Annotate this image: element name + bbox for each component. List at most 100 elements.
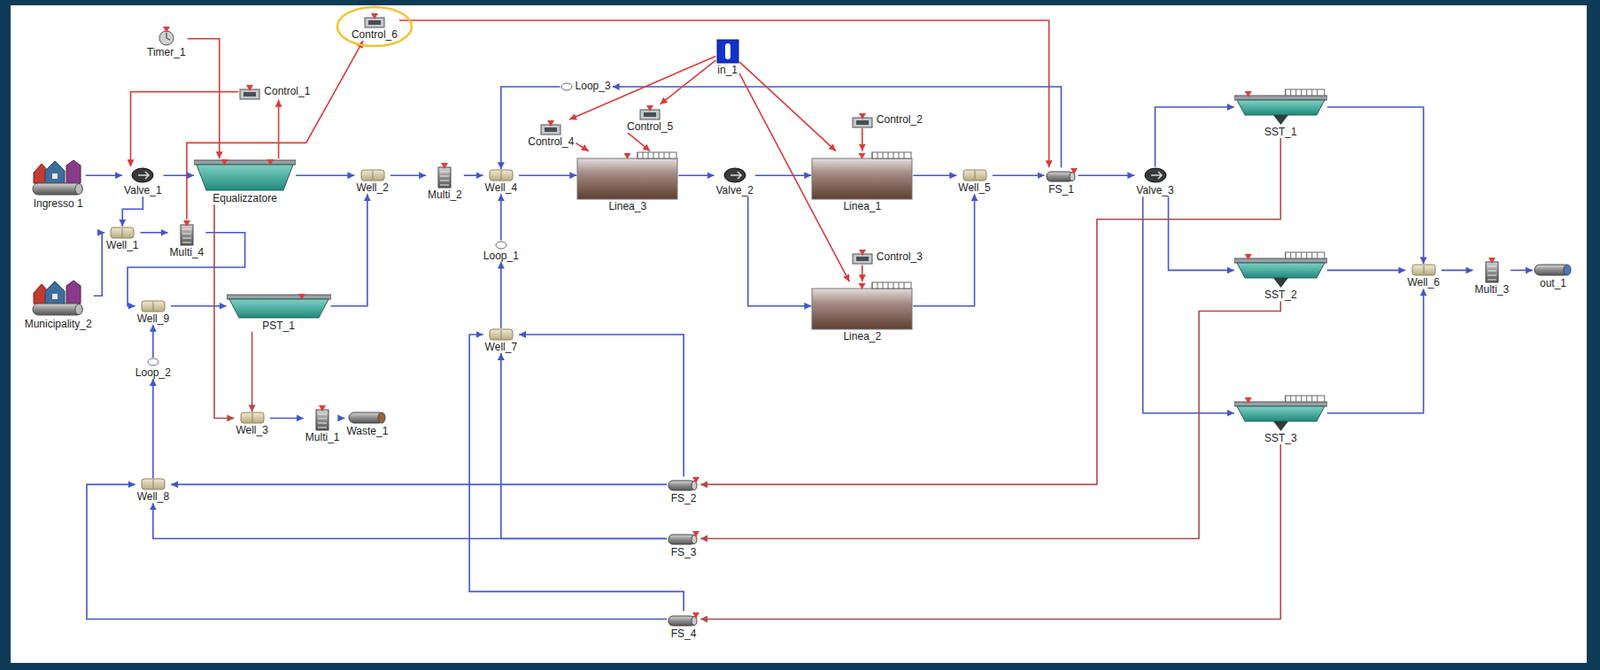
controller-icon xyxy=(638,104,662,121)
process-unit: Loop_3 xyxy=(560,80,613,93)
process-unit: Control_1 xyxy=(238,84,312,101)
process-unit: Equalizzatore xyxy=(193,158,296,205)
unit-label: Valve_3 xyxy=(1134,185,1175,197)
process-unit: Well_6 xyxy=(1405,263,1441,289)
control-signal xyxy=(739,61,836,152)
flow-line xyxy=(122,196,143,227)
secondary-settler xyxy=(1234,251,1328,289)
process-unit: Municipality_2 xyxy=(23,273,94,331)
unit-label: Well_7 xyxy=(483,341,519,354)
secondary-settler xyxy=(1234,394,1328,433)
process-unit: Valve_1 xyxy=(122,166,163,197)
flow-line xyxy=(500,193,503,240)
unit-label: Multi_2 xyxy=(425,189,464,201)
process-unit: PST_1 xyxy=(226,293,332,333)
process-unit: Valve_2 xyxy=(714,166,756,197)
sludge-line xyxy=(700,444,1281,620)
controller-icon xyxy=(850,248,874,265)
unit-label: Equalizzatore xyxy=(210,193,279,205)
flow-line xyxy=(152,324,155,358)
inlet-icon xyxy=(30,153,86,198)
unit-label: SST_1 xyxy=(1262,126,1299,139)
flow-line xyxy=(1143,196,1235,414)
unit-label: Well_6 xyxy=(1405,277,1441,289)
control-signal xyxy=(278,100,280,160)
flow-line xyxy=(331,193,368,307)
process-unit: Well_1 xyxy=(104,226,140,252)
unit-label: Well_4 xyxy=(483,182,519,194)
process-unit: Valve_3 xyxy=(1134,166,1175,197)
unit-label: Loop_2 xyxy=(133,367,173,379)
flow-splitter xyxy=(666,611,701,628)
flow-line xyxy=(341,417,346,420)
control-signal xyxy=(861,264,864,282)
flow-line xyxy=(153,502,667,539)
flow-line xyxy=(912,174,957,177)
reactor-tank xyxy=(811,281,913,331)
junction-well xyxy=(109,226,135,240)
process-unit: Control_5 xyxy=(625,104,675,133)
junction-well xyxy=(1411,263,1437,277)
process-unit: out_1 xyxy=(1532,262,1574,290)
process-unit: Linea_1 xyxy=(811,151,913,213)
effluent-outlet xyxy=(1532,262,1574,278)
unit-label: FS_1 xyxy=(1046,184,1076,196)
junction-well xyxy=(360,169,386,182)
input-block xyxy=(716,38,740,64)
control-signal xyxy=(131,92,240,167)
flow-line xyxy=(152,378,155,479)
process-unit: Control_6 xyxy=(349,12,400,41)
unit-label: FS_2 xyxy=(669,493,699,505)
process-unit: Multi_1 xyxy=(303,404,342,444)
process-unit: Well_9 xyxy=(135,300,171,325)
process-unit: SST_2 xyxy=(1234,251,1328,302)
secondary-settler xyxy=(1234,88,1328,126)
flow-line xyxy=(748,196,812,307)
flow-line xyxy=(86,484,667,619)
junction-well xyxy=(140,478,166,491)
controller-icon xyxy=(539,119,563,136)
flow-line xyxy=(912,193,974,307)
junction-well xyxy=(962,169,988,182)
unit-label: Control_1 xyxy=(262,85,312,98)
process-unit: Linea_2 xyxy=(811,281,913,343)
unit-label: FS_3 xyxy=(669,547,699,559)
unit-label: Control_2 xyxy=(874,114,925,126)
unit-label: Valve_2 xyxy=(714,185,756,197)
unit-label: Linea_3 xyxy=(606,200,649,213)
flow-line xyxy=(1327,107,1424,264)
junction-well xyxy=(488,328,514,341)
flow-splitter xyxy=(666,530,701,547)
flow-line xyxy=(1510,270,1533,272)
sludge-line xyxy=(251,332,254,413)
control-signal xyxy=(569,55,716,120)
reactor-tank xyxy=(576,151,679,201)
flow-line xyxy=(469,334,684,612)
unit-label: Well_5 xyxy=(956,182,992,194)
process-unit: Control_2 xyxy=(850,112,925,129)
unit-label: Waste_1 xyxy=(344,425,390,438)
flow-line xyxy=(1327,270,1407,272)
controller-icon xyxy=(850,112,874,129)
controller-icon xyxy=(363,12,387,29)
unit-label: Valve_1 xyxy=(122,185,163,197)
flow-line xyxy=(295,174,355,177)
process-unit: FS_3 xyxy=(666,530,701,559)
unit-label: PST_1 xyxy=(260,320,297,333)
process-unit: Waste_1 xyxy=(344,410,390,438)
unit-label: Linea_1 xyxy=(841,200,883,213)
unit-label: Control_6 xyxy=(349,29,400,41)
process-unit: SST_3 xyxy=(1234,394,1328,445)
process-unit: SST_1 xyxy=(1234,88,1328,139)
loop-breaker xyxy=(494,240,508,250)
unit-label: Well_2 xyxy=(354,182,390,194)
flow-line xyxy=(140,231,169,234)
process-unit: FS_2 xyxy=(666,476,701,505)
unit-label: Ingresso 1 xyxy=(31,198,86,210)
highlight-ellipse xyxy=(337,7,412,47)
flow-line xyxy=(170,484,667,487)
junction-well xyxy=(239,411,265,425)
flow-line xyxy=(85,174,123,177)
reactor-tank xyxy=(811,151,913,201)
valve-icon xyxy=(1143,166,1168,185)
